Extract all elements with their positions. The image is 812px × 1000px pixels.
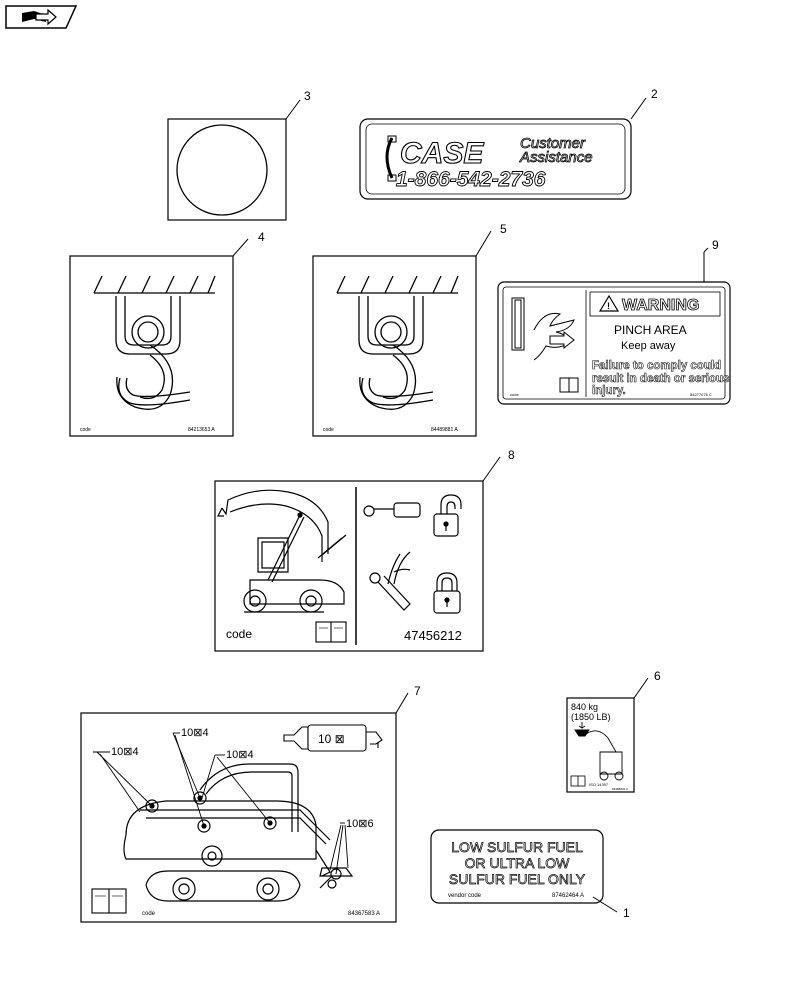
callout-9: 9 [712,238,719,252]
decal-9-warning: ! WARNING PINCH AREA Keep away Failure t… [497,238,731,405]
callout-2: 2 [651,87,658,101]
callout-3: 3 [304,89,311,103]
warning-triangle-icon: ! [598,294,620,312]
callout-5: 5 [500,222,507,236]
decal-6-rated-capacity: 840 kg (1850 LB) ISO 14397 84388692 A 6 [566,669,661,793]
nav-button[interactable] [5,5,78,29]
warning-subtitle: Keep away [621,340,676,352]
fuel-line2: OR ULTRA LOW [465,855,571,871]
decal-3-round: 3 [167,89,311,221]
svg-text:!: ! [607,301,610,311]
fuel-line1: LOW SULFUR FUEL [451,839,583,855]
decal5-code: code [323,427,334,433]
mini-loader-icon [574,722,624,781]
warning-line1: Failure to comply could [592,360,721,372]
decal9-part: 84277076 C [690,392,712,397]
callout-7: 7 [414,684,421,698]
decal4-part: 84213653 A [188,427,215,433]
decal-8-boom-lock: code 47456212 8 [214,448,515,652]
decal-4-lift-point: code 84213653 A 4 [69,230,265,437]
warning-line2: result in death or serious [592,373,729,385]
phone-handset-icon [385,135,397,182]
lube-label-d: 10⊠6 [346,818,374,830]
decal1-part: 87462464 A [552,893,584,899]
warning-line3: injury. [592,385,626,397]
lube-label-c: 10⊠4 [226,749,254,761]
decal5-part: 84489881 A [431,427,458,433]
lube-label-a: 10⊠4 [111,746,139,758]
pinch-hand-icon [511,297,575,361]
loader-boom-icon [217,489,347,613]
decal8-code: code [226,627,252,641]
manual-book-icon [315,621,347,643]
callout-6: 6 [654,669,661,683]
manual-book-icon [570,775,586,787]
pin-unlock-icon [363,494,462,537]
tool-label: 10 ⊠ [318,732,345,746]
case-customer: Customer [520,135,586,152]
grease-gun-icon [283,724,383,752]
manual-book-icon [91,888,127,914]
decal1-code: vendor code [448,893,482,899]
decal8-part: 47456212 [404,628,462,643]
case-assistance: Assistance [519,149,593,166]
capacity-kg: 840 kg [571,702,598,712]
lever-lock-icon [369,551,461,614]
warning-header: WARNING [622,297,699,314]
callout-8: 8 [508,448,515,462]
decal7-code: code [142,911,156,917]
decal7-part: 84367583 A [348,911,380,917]
callout-1: 1 [623,906,630,920]
manual-book-icon [559,377,579,393]
decal-7-lube-points: 10 ⊠ [80,684,421,923]
decal-5-lift-point: code 84489881 A 5 [312,222,507,437]
lube-label-b: 10⊠4 [181,727,209,739]
fuel-line3: SULFUR FUEL ONLY [449,871,586,887]
callout-4: 4 [258,230,265,244]
warning-title: PINCH AREA [614,323,687,337]
decal-1-low-sulfur-fuel: LOW SULFUR FUEL OR ULTRA LOW SULFUR FUEL… [430,829,630,920]
decal6-iso: ISO 14397 [589,782,609,787]
book-page-arrow-icon [22,8,57,26]
case-phone: 1-866-542-2736 [396,168,546,191]
capacity-lb: (1850 LB) [571,712,611,722]
decal-2-case-assistance: CASE Customer Assistance 1-866-542-2736 … [359,87,658,200]
decal4-code: code [80,427,91,433]
decal6-part: 84388692 A [612,787,628,791]
decal9-code: code [510,392,519,397]
case-brand: CASE [400,137,484,170]
